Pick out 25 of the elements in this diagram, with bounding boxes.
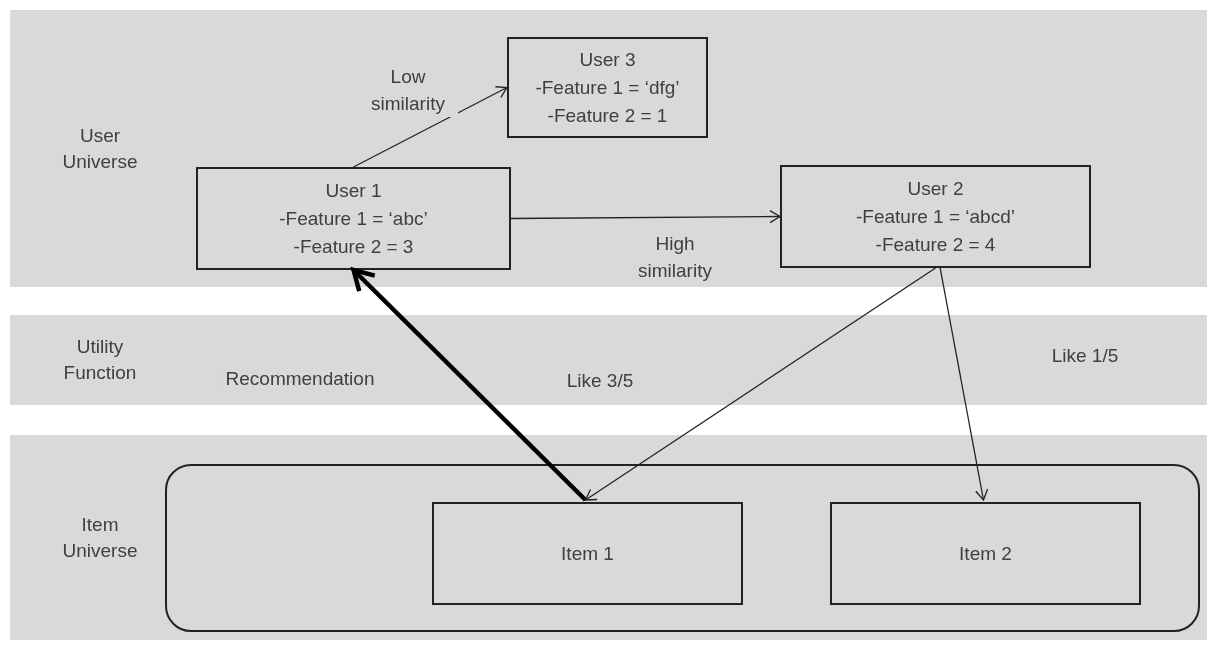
item-box bbox=[432, 502, 743, 605]
box-title: Item 1 bbox=[561, 541, 614, 566]
box-title: User 1 bbox=[325, 178, 382, 203]
user-box bbox=[507, 37, 708, 138]
arrow bbox=[352, 86, 508, 168]
feature-text: -Feature 1 = ‘abc’ bbox=[279, 206, 428, 231]
feature-text: -Feature 2 = 3 bbox=[293, 234, 414, 259]
rounded-container bbox=[165, 464, 1200, 632]
user-box bbox=[780, 165, 1091, 268]
box-title: User 2 bbox=[907, 176, 964, 201]
box-title: Item 2 bbox=[959, 541, 1012, 566]
item-box bbox=[830, 502, 1141, 605]
box-title: User 3 bbox=[579, 47, 636, 72]
arrow bbox=[939, 267, 989, 501]
feature-text: -Feature 1 = ‘dfg’ bbox=[535, 75, 680, 100]
arrow bbox=[510, 209, 781, 224]
feature-text: -Feature 1 = ‘abcd’ bbox=[856, 204, 1015, 229]
band-label: User Universe bbox=[61, 123, 139, 174]
feature-text: -Feature 2 = 1 bbox=[547, 103, 668, 128]
user-box bbox=[196, 167, 511, 270]
feature-text: -Feature 2 = 4 bbox=[875, 232, 996, 257]
band-label: Item Universe bbox=[61, 512, 139, 563]
band-label: Utility Function bbox=[62, 335, 138, 385]
arrow bbox=[351, 267, 588, 502]
arrow bbox=[584, 267, 937, 501]
